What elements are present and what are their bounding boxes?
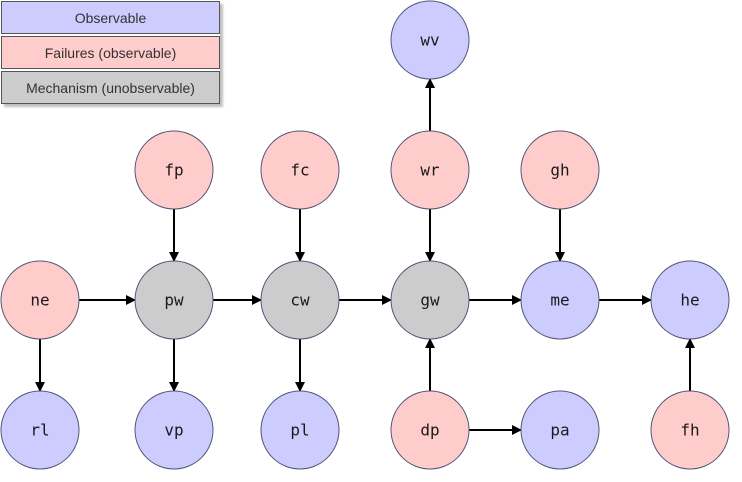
node-gh: gh <box>520 130 600 210</box>
node-dp-label: dp <box>420 421 439 440</box>
node-ne-circle <box>0 260 80 340</box>
node-he: he <box>650 260 730 340</box>
node-pl-circle <box>260 390 340 470</box>
node-fp-label: fp <box>164 161 183 180</box>
node-wv-label: wv <box>420 31 439 50</box>
node-gh-label: gh <box>550 161 569 180</box>
node-gw-label: gw <box>420 291 440 310</box>
node-cw-circle <box>260 260 340 340</box>
node-vp: vp <box>134 390 214 470</box>
node-me-circle <box>520 260 600 340</box>
node-fc-label: fc <box>290 161 309 180</box>
node-me-label: me <box>550 291 569 310</box>
node-pw-label: pw <box>164 291 184 310</box>
node-rl-circle <box>0 390 80 470</box>
node-gw: gw <box>390 260 470 340</box>
node-ne: ne <box>0 260 80 340</box>
node-fc: fc <box>260 130 340 210</box>
node-gw-circle <box>390 260 470 340</box>
node-fp: fp <box>134 130 214 210</box>
node-fp-circle <box>134 130 214 210</box>
node-dp: dp <box>390 390 470 470</box>
node-fh: fh <box>650 390 730 470</box>
node-dp-circle <box>390 390 470 470</box>
node-wr-label: wr <box>420 161 440 180</box>
node-he-label: he <box>680 291 699 310</box>
legend: Observable Failures (observable) Mechani… <box>1 1 220 104</box>
legend-mechanism: Mechanism (unobservable) <box>1 71 220 104</box>
edges <box>35 78 695 435</box>
nodes: wv fp fc wr gh ne pw cw gw me he rl vp pl dp pa fh <box>0 0 730 470</box>
node-pa-circle <box>520 390 600 470</box>
node-pw: pw <box>134 260 214 340</box>
node-rl: rl <box>0 390 80 470</box>
legend-observable: Observable <box>1 1 220 34</box>
node-me: me <box>520 260 600 340</box>
node-he-circle <box>650 260 730 340</box>
node-fh-circle <box>650 390 730 470</box>
node-wr-circle <box>390 130 470 210</box>
node-cw-label: cw <box>290 291 310 310</box>
node-wv: wv <box>390 0 470 80</box>
node-gh-circle <box>520 130 600 210</box>
node-vp-label: vp <box>164 421 183 440</box>
node-fh-label: fh <box>680 421 699 440</box>
node-pa-label: pa <box>550 421 569 440</box>
node-rl-label: rl <box>30 421 49 440</box>
node-cw: cw <box>260 260 340 340</box>
node-pw-circle <box>134 260 214 340</box>
node-vp-circle <box>134 390 214 470</box>
node-wr: wr <box>390 130 470 210</box>
node-ne-label: ne <box>30 291 49 310</box>
legend-failures: Failures (observable) <box>1 36 220 69</box>
node-fc-circle <box>260 130 340 210</box>
node-pl-label: pl <box>290 421 309 440</box>
node-pl: pl <box>260 390 340 470</box>
node-pa: pa <box>520 390 600 470</box>
node-wv-circle <box>390 0 470 80</box>
